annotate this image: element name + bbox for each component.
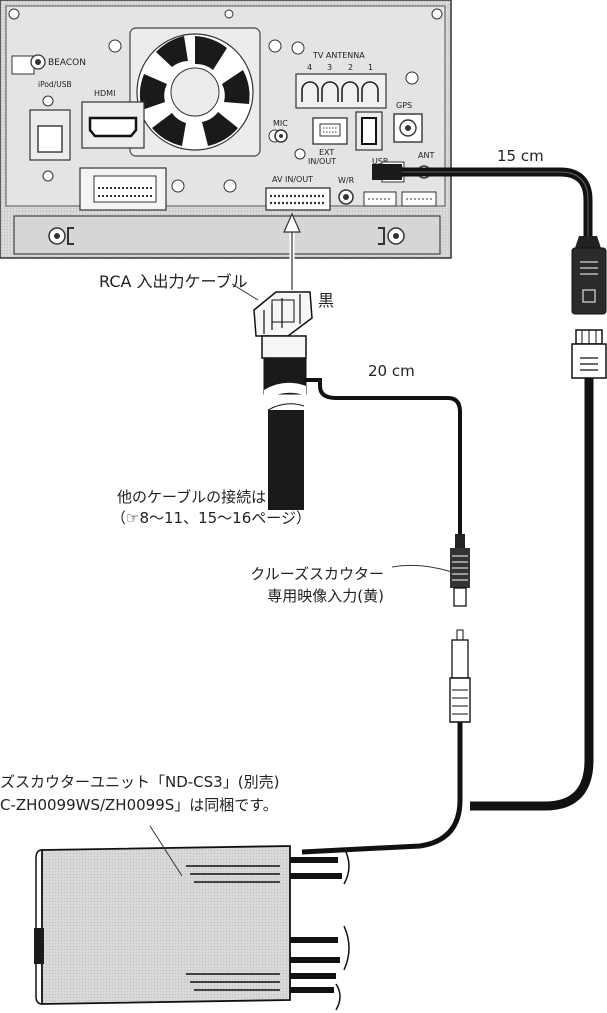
hdmi-label: HDMI <box>94 89 115 98</box>
head-unit-rear-panel: BEACON iPod/USB HDMI TV ANTENNA 4 <box>0 0 452 259</box>
ext-in-out-port: EXT IN/OUT <box>294 117 348 166</box>
black-color-label: 黒 <box>318 291 334 310</box>
leader-line <box>149 825 183 877</box>
tv-ch-label: 4 <box>307 63 312 72</box>
screw-hole <box>224 9 234 19</box>
gps-label: GPS <box>396 101 412 110</box>
unit-note-line2: C-ZH0099WS/ZH0099S」は同梱です。 <box>0 796 278 814</box>
cruise-scouter-label: クルーズスカウター <box>250 565 384 583</box>
cruise-scouter-unit <box>34 845 350 1011</box>
usb-extension-cable <box>372 164 607 811</box>
usb-port: USB <box>355 111 388 166</box>
wr-label: W/R <box>338 176 355 185</box>
tv-ch-label: 1 <box>368 63 373 72</box>
cable-length-20cm: 20 cm <box>368 362 415 380</box>
leader-line <box>391 564 453 573</box>
ipod-usb-port: iPod/USB <box>29 80 72 182</box>
ant-label: ANT <box>418 151 434 160</box>
leader-line <box>231 283 259 301</box>
av-in-out-label: AV IN/OUT <box>272 175 313 184</box>
mic-port: MIC <box>273 119 288 143</box>
unit-note-line1: ズスカウターユニット「ND-CS3」(別売) <box>0 773 279 791</box>
gps-port: GPS <box>393 101 423 143</box>
screw-hole <box>431 8 443 20</box>
tv-antenna-label: TV ANTENNA <box>312 51 365 60</box>
ext-in-out-label: IN/OUT <box>308 157 336 166</box>
tv-antenna-ports: TV ANTENNA 4 3 2 1 <box>295 51 387 109</box>
usb-label: USB <box>372 157 388 166</box>
rca-cable-label: RCA 入出力ケーブル <box>99 272 248 291</box>
av-in-out-port: AV IN/OUT <box>265 175 331 211</box>
mic-label: MIC <box>273 119 288 128</box>
screw-hole <box>8 8 20 20</box>
yellow-video-input-jack <box>450 534 470 607</box>
rca-plug <box>301 629 471 855</box>
cooling-fan-icon <box>108 27 282 157</box>
beacon-label: BEACON <box>48 58 86 68</box>
ipod-usb-label: iPod/USB <box>38 80 72 89</box>
other-cables-note: 他のケーブルの接続は <box>117 488 266 506</box>
tv-ch-label: 3 <box>327 63 332 72</box>
beacon-port: BEACON <box>11 54 86 75</box>
yellow-video-input-label: 専用映像入力(黄) <box>267 587 384 605</box>
cable-length-15cm: 15 cm <box>497 147 544 165</box>
insert-arrow <box>283 212 301 290</box>
ext-label: EXT <box>319 148 334 157</box>
rca-in-out-cable <box>253 291 462 540</box>
tv-ch-label: 2 <box>348 63 353 72</box>
other-cables-pages: （☞8～11、15～16ページ） <box>111 509 311 527</box>
wired-remote-port: W/R <box>338 176 355 205</box>
main-power-connector <box>79 167 167 211</box>
hdmi-port: HDMI <box>81 89 145 149</box>
